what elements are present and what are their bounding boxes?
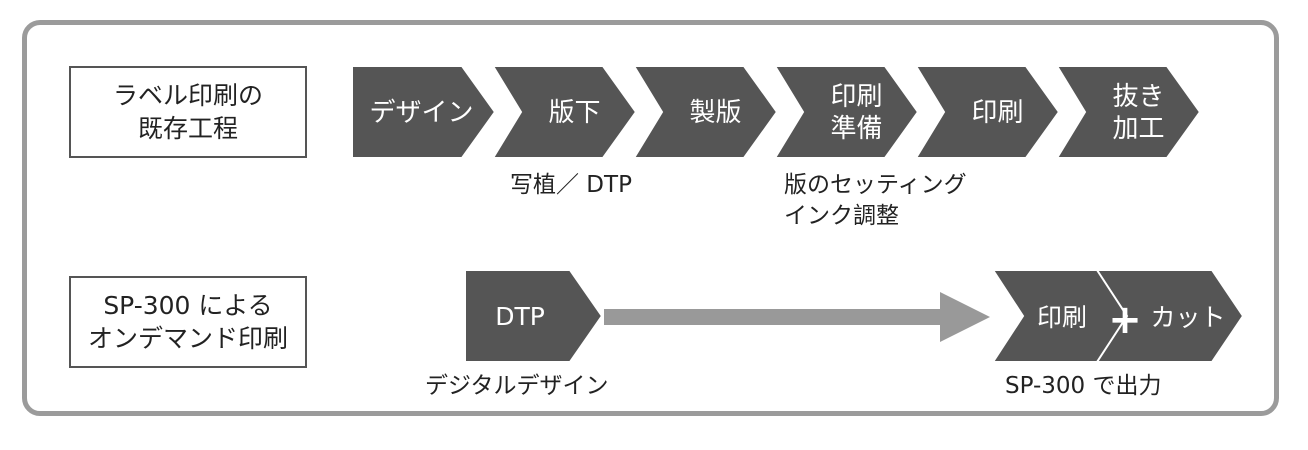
existing-process-steps: デザイン版下製版印刷準備印刷抜き加工 bbox=[351, 65, 1202, 159]
step-chevron-print bbox=[914, 65, 1061, 159]
existing-process-label: ラベル印刷の 既存工程 bbox=[69, 66, 307, 158]
flow-arrow-shaft bbox=[604, 309, 942, 325]
step-chevron-seihan bbox=[632, 65, 779, 159]
cut-step-label: カット bbox=[1150, 303, 1225, 332]
step-chevron-design bbox=[351, 65, 497, 159]
ondemand-label-line1: SP-300 による bbox=[103, 291, 273, 320]
output-note: SP-300 で出力 bbox=[1005, 373, 1162, 399]
flow-arrow-head bbox=[940, 292, 990, 342]
step-label-hanshita: 版下 bbox=[548, 98, 600, 128]
step-label-die-cut-line2: 加工 bbox=[1112, 114, 1164, 144]
step-chevron-die-cut bbox=[1055, 65, 1202, 159]
step-label-die-cut-line1: 抜き bbox=[1112, 82, 1164, 112]
existing-label-line1: ラベル印刷の bbox=[112, 81, 263, 110]
step-chevron-print-prep bbox=[773, 65, 920, 159]
print-step-label: 印刷 bbox=[1037, 303, 1087, 332]
hanshita-note: 写植／ DTP bbox=[510, 172, 632, 198]
cut-chevron bbox=[1095, 269, 1245, 363]
existing-label-line2: 既存工程 bbox=[137, 114, 238, 143]
step-label-seihan: 製版 bbox=[689, 98, 741, 128]
dtp-note: デジタルデザイン bbox=[425, 373, 609, 399]
dtp-chevron bbox=[464, 269, 604, 363]
step-label-print-prep-line2: 準備 bbox=[830, 114, 882, 144]
prep-note-line2: インク調整 bbox=[784, 203, 899, 229]
step-chevron-hanshita bbox=[491, 65, 638, 159]
ondemand-process-label: SP-300 による オンデマンド印刷 bbox=[69, 276, 307, 368]
step-label-print-prep-line1: 印刷 bbox=[830, 82, 882, 112]
prep-note-line1: 版のセッティング bbox=[784, 172, 967, 198]
dtp-step-label: DTP bbox=[495, 302, 545, 331]
step-label-print: 印刷 bbox=[971, 98, 1023, 128]
ondemand-label-line2: オンデマンド印刷 bbox=[87, 324, 288, 353]
step-label-design: デザイン bbox=[369, 98, 473, 128]
plus-icon: + bbox=[1108, 297, 1142, 343]
